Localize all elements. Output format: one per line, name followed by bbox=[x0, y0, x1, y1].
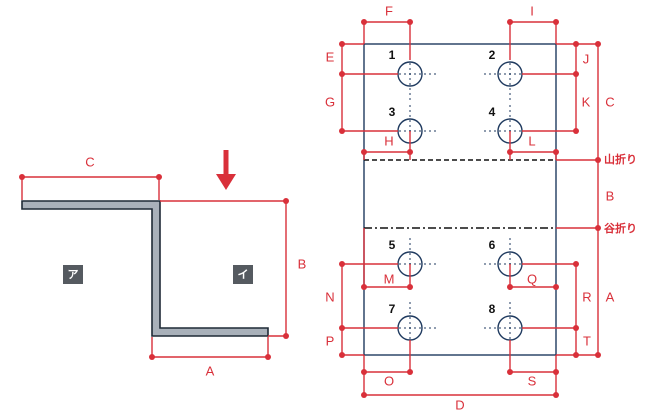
force-arrow-icon bbox=[216, 150, 236, 190]
dim-label-s: S bbox=[528, 373, 537, 388]
dim-label-i: I bbox=[530, 3, 534, 18]
dim-label-a: A bbox=[606, 289, 615, 304]
dim-label-t: T bbox=[583, 333, 591, 348]
dim-label-e: E bbox=[326, 49, 335, 64]
dim-label-d: D bbox=[455, 397, 464, 412]
dim-label-q: Q bbox=[527, 271, 537, 286]
dim-label-r: R bbox=[582, 289, 591, 304]
hole-number-2: 2 bbox=[489, 48, 496, 62]
dim-label-m: M bbox=[384, 271, 395, 286]
dim-label-g: G bbox=[325, 94, 335, 109]
dim-label-n: N bbox=[325, 289, 334, 304]
dim-label-b-side: B bbox=[298, 256, 307, 271]
svg-text:ア: ア bbox=[68, 268, 79, 281]
hole-number-1: 1 bbox=[389, 48, 396, 62]
dim-label-b: B bbox=[606, 188, 615, 203]
hole-number-8: 8 bbox=[489, 302, 496, 316]
hole-number-3: 3 bbox=[389, 105, 396, 119]
hole-number-5: 5 bbox=[389, 238, 396, 252]
dim-label-p: P bbox=[326, 333, 335, 348]
plate-outline bbox=[363, 43, 557, 356]
mountain-fold-label: 山折り bbox=[604, 152, 637, 166]
plate-view: 1 2 3 4 5 6 7 8 F I E G H bbox=[325, 3, 637, 412]
dim-label-o: O bbox=[384, 373, 394, 388]
dim-label-h: H bbox=[384, 133, 393, 148]
dim-label-j: J bbox=[583, 51, 590, 66]
valley-fold-label: 谷折り bbox=[604, 221, 637, 235]
hole-number-6: 6 bbox=[489, 238, 496, 252]
region-a-badge: ア bbox=[63, 265, 83, 284]
z-profile bbox=[21, 200, 269, 337]
dim-label-k: K bbox=[582, 94, 591, 109]
side-view: C B A ア イ bbox=[19, 150, 306, 378]
dim-label-a-side: A bbox=[206, 363, 215, 378]
hole-number-4: 4 bbox=[489, 105, 496, 119]
svg-text:イ: イ bbox=[238, 268, 249, 281]
region-b-badge: イ bbox=[233, 265, 253, 284]
dim-label-l: L bbox=[528, 133, 535, 148]
dim-label-c: C bbox=[605, 94, 614, 109]
hole-number-7: 7 bbox=[389, 302, 396, 316]
dim-label-f: F bbox=[385, 3, 393, 18]
dim-label-c-side: C bbox=[85, 154, 94, 169]
